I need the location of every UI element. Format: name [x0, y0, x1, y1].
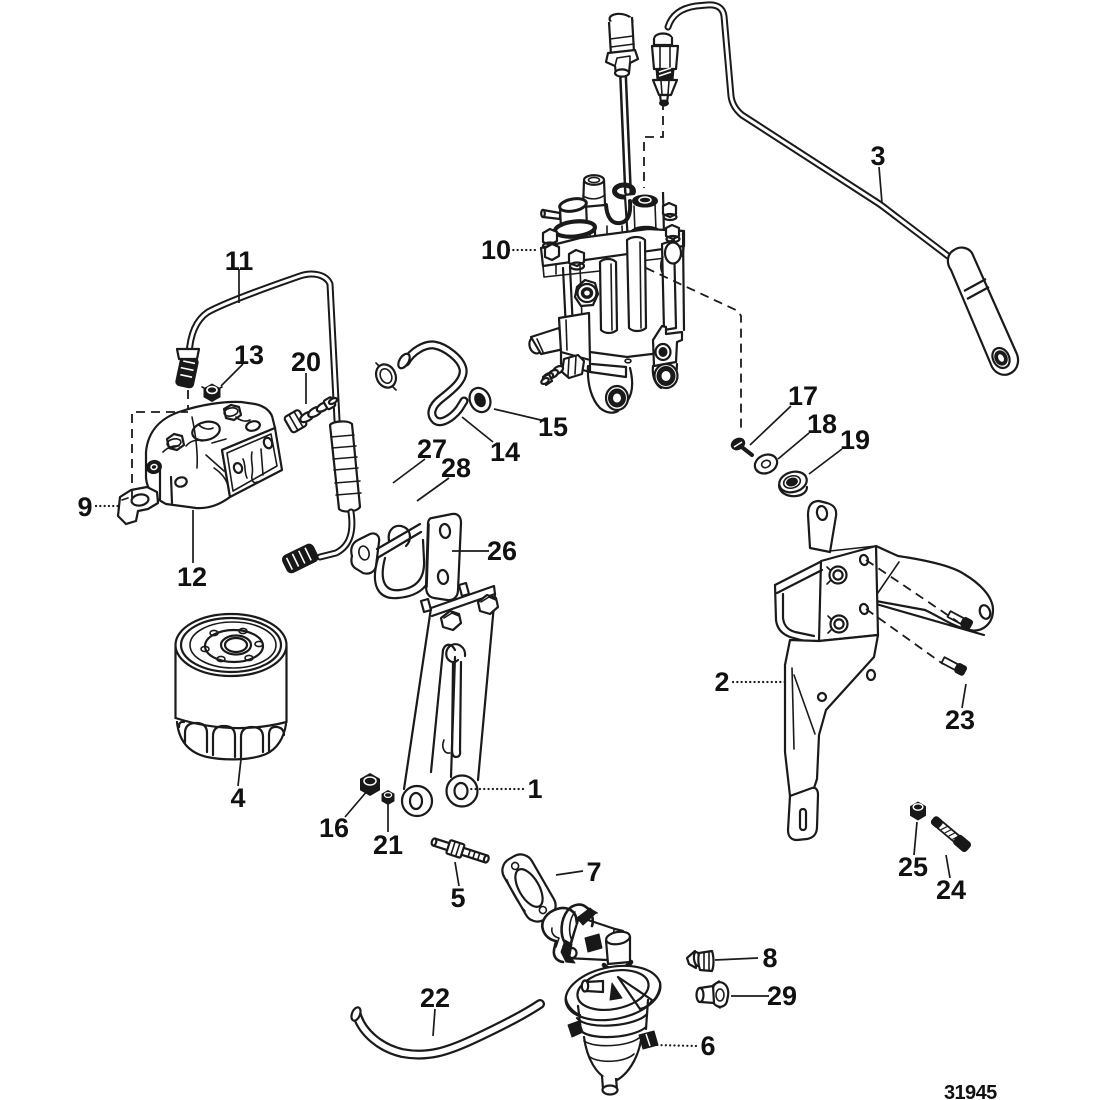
svg-text:24: 24 — [936, 875, 966, 905]
svg-text:31945: 31945 — [944, 1082, 997, 1100]
svg-text:7: 7 — [586, 857, 601, 887]
svg-text:18: 18 — [807, 409, 837, 439]
svg-text:9: 9 — [77, 492, 92, 522]
svg-text:20: 20 — [291, 347, 321, 377]
svg-text:8: 8 — [762, 943, 777, 973]
svg-text:6: 6 — [700, 1031, 715, 1061]
svg-text:26: 26 — [487, 536, 517, 566]
svg-text:3: 3 — [870, 141, 885, 171]
svg-text:10: 10 — [481, 235, 511, 265]
svg-text:14: 14 — [490, 437, 520, 467]
svg-text:11: 11 — [225, 246, 254, 276]
svg-text:23: 23 — [945, 705, 975, 735]
svg-text:29: 29 — [767, 981, 797, 1011]
svg-text:28: 28 — [441, 453, 471, 483]
svg-text:5: 5 — [450, 883, 465, 913]
svg-text:25: 25 — [898, 852, 928, 882]
svg-text:15: 15 — [538, 412, 568, 442]
svg-text:12: 12 — [177, 562, 207, 592]
svg-text:1: 1 — [527, 774, 542, 804]
svg-text:13: 13 — [234, 340, 264, 370]
svg-text:21: 21 — [373, 830, 403, 860]
svg-text:2: 2 — [714, 667, 729, 697]
svg-text:17: 17 — [788, 381, 818, 411]
svg-text:19: 19 — [840, 425, 870, 455]
svg-text:22: 22 — [420, 983, 450, 1013]
svg-text:27: 27 — [417, 434, 447, 464]
svg-text:4: 4 — [230, 783, 245, 813]
svg-text:16: 16 — [319, 813, 349, 843]
